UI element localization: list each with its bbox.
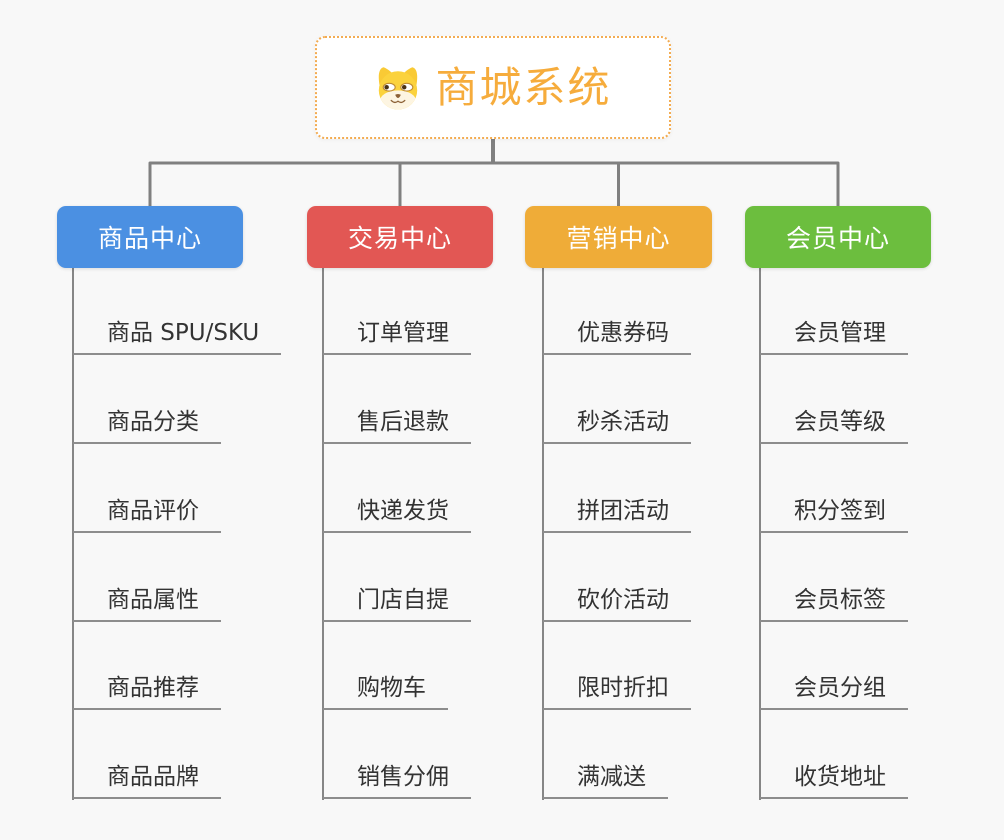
item-shopping-cart[interactable]: 购物车: [323, 670, 448, 710]
item-time-limited-discount[interactable]: 限时折扣: [543, 670, 691, 710]
branch-header-trade-center[interactable]: 交易中心: [307, 206, 493, 268]
branch-bus-line: [148, 161, 840, 206]
item-product-category[interactable]: 商品分类: [73, 404, 221, 444]
item-sales-commission[interactable]: 销售分佣: [323, 759, 471, 799]
item-product-attribute[interactable]: 商品属性: [73, 582, 221, 622]
item-after-sales-refund[interactable]: 售后退款: [323, 404, 471, 444]
root-title: 商城系统: [435, 62, 612, 112]
item-member-level[interactable]: 会员等级: [760, 404, 908, 444]
item-full-reduction[interactable]: 满减送: [543, 759, 668, 799]
item-group-buying[interactable]: 拼团活动: [543, 493, 691, 533]
root-node[interactable]: 商城系统: [315, 36, 671, 139]
item-points-checkin[interactable]: 积分签到: [760, 493, 908, 533]
item-member-management[interactable]: 会员管理: [760, 315, 908, 355]
item-bargain-activity[interactable]: 砍价活动: [543, 582, 691, 622]
branch-drop-lines: [398, 163, 620, 206]
item-express-delivery[interactable]: 快递发货: [323, 493, 471, 533]
item-shipping-address[interactable]: 收货地址: [760, 759, 908, 799]
branch-header-product-center[interactable]: 商品中心: [57, 206, 243, 268]
item-product-spu-sku[interactable]: 商品 SPU/SKU: [73, 315, 282, 355]
branch-header-marketing-center[interactable]: 营销中心: [525, 206, 712, 268]
item-product-review[interactable]: 商品评价: [73, 493, 221, 533]
item-coupon-code[interactable]: 优惠券码: [543, 315, 691, 355]
item-store-pickup[interactable]: 门店自提: [323, 582, 471, 622]
item-member-group[interactable]: 会员分组: [760, 670, 908, 710]
item-order-management[interactable]: 订单管理: [323, 315, 471, 355]
item-flash-sale[interactable]: 秒杀活动: [543, 404, 691, 444]
item-product-recommend[interactable]: 商品推荐: [73, 670, 221, 710]
item-product-brand[interactable]: 商品品牌: [73, 759, 221, 799]
item-member-tag[interactable]: 会员标签: [760, 582, 908, 622]
dog-face-icon: [379, 66, 418, 110]
branch-header-member-center[interactable]: 会员中心: [745, 206, 931, 268]
